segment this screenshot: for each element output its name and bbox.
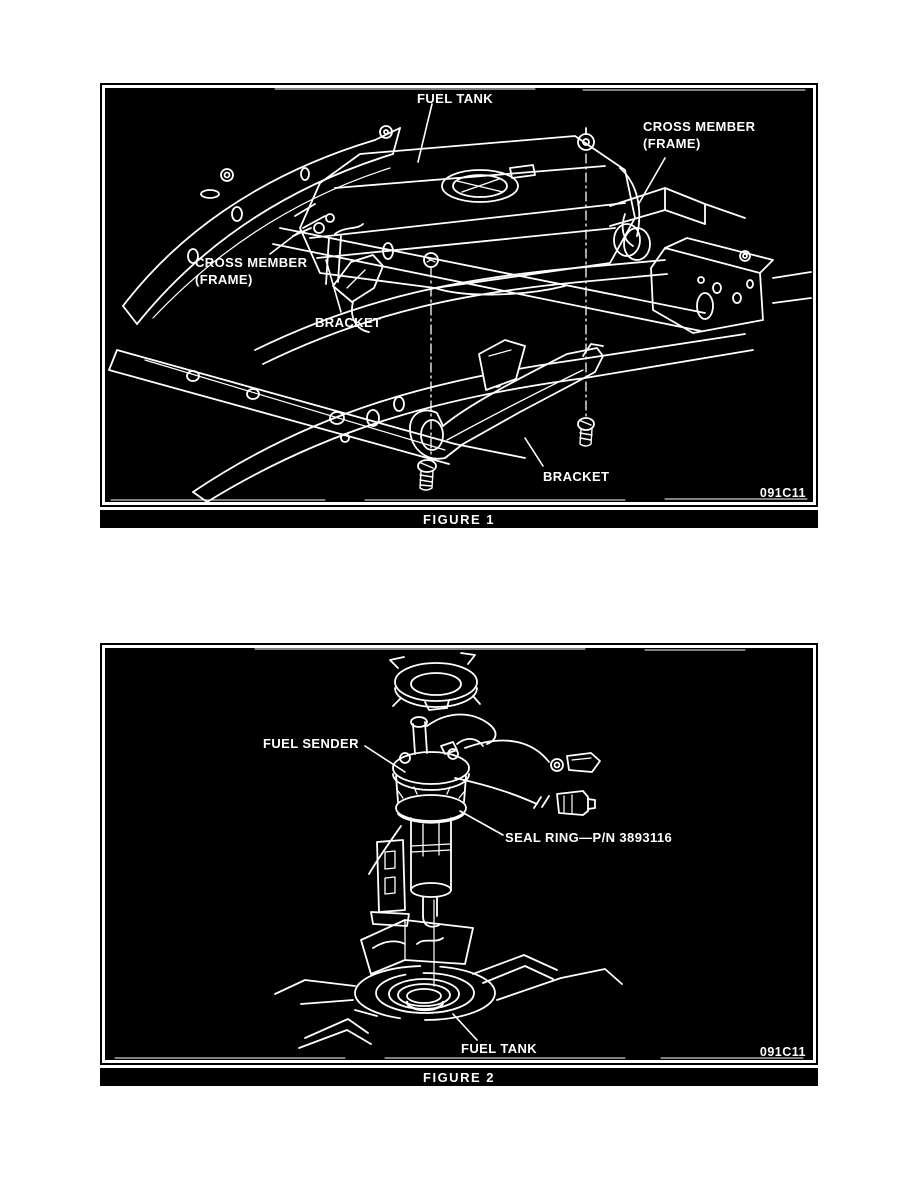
figure-2-reference-code: 091C11 [759, 1045, 806, 1059]
tank-opening-drawing [274, 954, 623, 1049]
label-cross-member-right-line1: CROSS MEMBER [643, 119, 756, 134]
label-fuel-tank: FUEL TANK [461, 1041, 538, 1056]
figure-2-caption-bar: FIGURE 2 [100, 1068, 818, 1086]
bracket-right-drawing [409, 339, 604, 460]
figure-1-illustration: FUEL TANK CROSS MEMBER (FRAME) CROSS MEM… [105, 88, 813, 502]
figure-1-panel: FUEL TANK CROSS MEMBER (FRAME) CROSS MEM… [100, 83, 818, 528]
frame-end-block [650, 237, 812, 334]
fuel-tank-drawing [292, 135, 651, 296]
leader-lines [364, 745, 504, 1041]
seal-ring-drawing [395, 786, 467, 824]
figure-2-frame-border: FUEL SENDER SEAL RING—P/N 3893116 FUEL T… [100, 643, 818, 1065]
label-bracket-right: BRACKET [543, 469, 610, 484]
rear-cross-member [254, 259, 668, 365]
lower-left-rail [108, 349, 526, 465]
upper-left-rail [122, 127, 401, 325]
wiring-lower [454, 777, 596, 816]
arch-member [192, 333, 754, 502]
label-bracket-left: BRACKET [315, 315, 382, 330]
wiring-upper [464, 739, 601, 773]
mid-rail [272, 227, 706, 332]
figure-2-panel: FUEL SENDER SEAL RING—P/N 3893116 FUEL T… [100, 643, 818, 1086]
fuel-sender-drawing [392, 713, 497, 791]
fuel-tank-frame-diagram [108, 88, 812, 502]
figure-2-caption: FIGURE 2 [423, 1069, 495, 1085]
lock-ring-drawing [389, 652, 481, 711]
pump-body-drawing [368, 775, 467, 928]
figure-1-caption-bar: FIGURE 1 [100, 510, 818, 528]
label-cross-member-right-line2: (FRAME) [643, 136, 701, 151]
strainer-drawing [360, 919, 474, 975]
label-cross-member-left-line2: (FRAME) [195, 272, 253, 287]
fasteners [379, 125, 595, 491]
label-cross-member-right: CROSS MEMBER (FRAME) [643, 118, 755, 152]
figure-1-frame-border: FUEL TANK CROSS MEMBER (FRAME) CROSS MEM… [100, 83, 818, 507]
figure-1-reference-code: 091C11 [759, 486, 806, 500]
label-fuel-sender: FUEL SENDER [263, 736, 359, 751]
figure-2-illustration: FUEL SENDER SEAL RING—P/N 3893116 FUEL T… [105, 648, 813, 1060]
label-cross-member-left: CROSS MEMBER (FRAME) [195, 254, 307, 288]
label-cross-member-left-line1: CROSS MEMBER [195, 255, 308, 270]
label-seal-ring: SEAL RING—P/N 3893116 [505, 830, 673, 845]
fuel-sender-diagram [114, 648, 804, 1059]
bracket-left-drawing [332, 254, 384, 333]
figure-1-caption: FIGURE 1 [423, 511, 495, 527]
leader-lines [269, 103, 666, 467]
alignment-lines [430, 153, 587, 455]
cross-member-right-drawing [609, 187, 746, 247]
label-fuel-tank: FUEL TANK [417, 91, 494, 106]
